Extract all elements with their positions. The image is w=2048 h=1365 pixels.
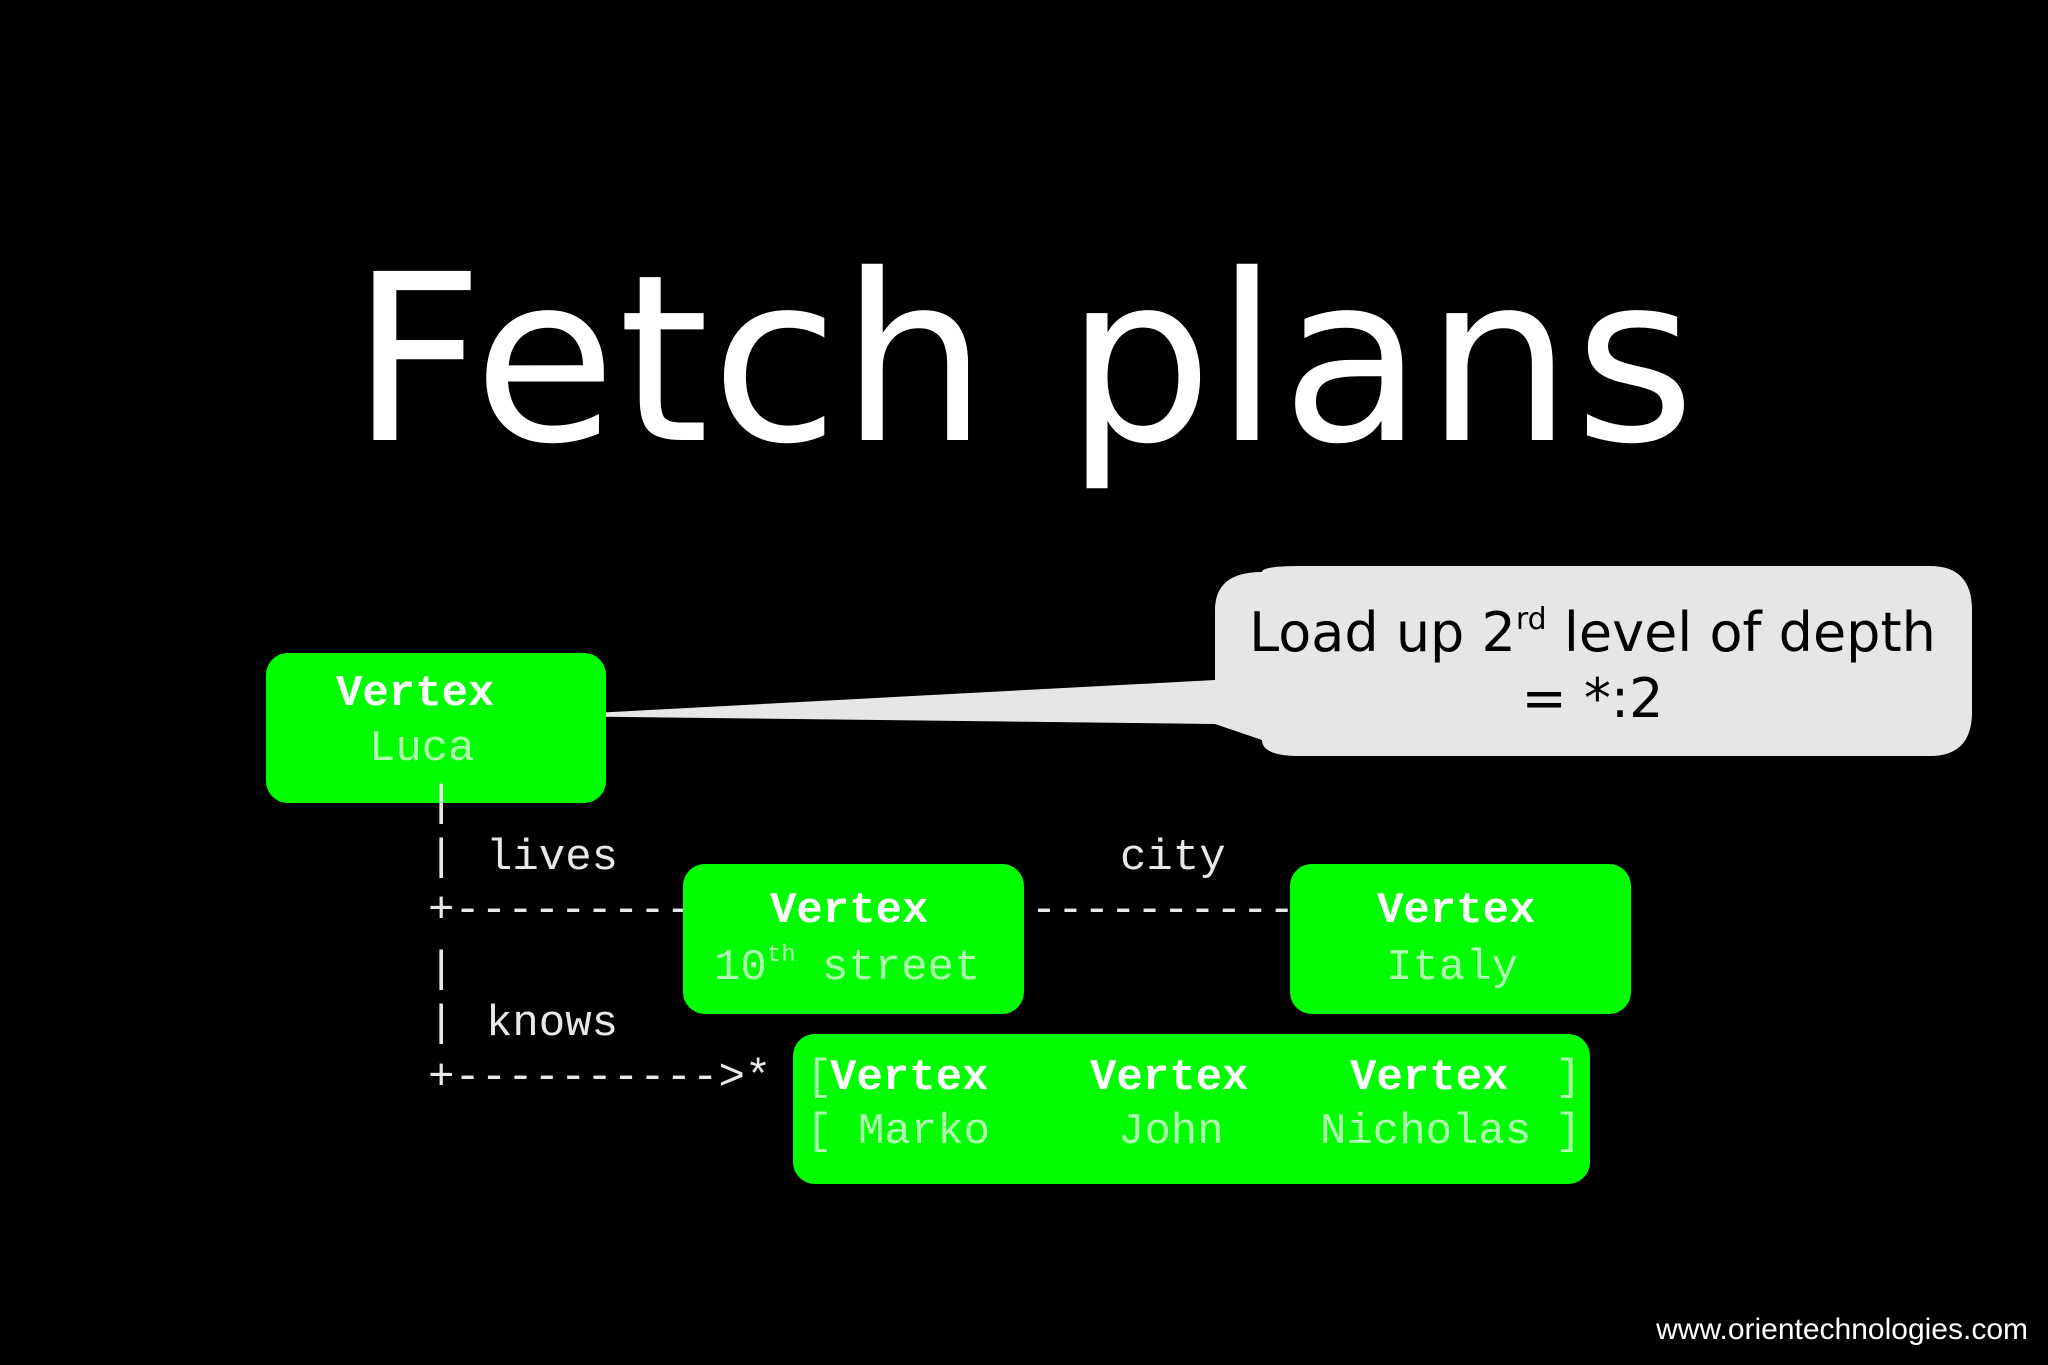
vertex-italy-title: Vertex — [1377, 886, 1536, 936]
vertex-john-title: Vertex — [1090, 1053, 1249, 1103]
edge-pipe-2: | — [428, 833, 455, 883]
edge-pipe-4: | — [428, 999, 455, 1049]
edge-arrow-knows: +---------->* — [428, 1053, 772, 1103]
vertex-luca-label: Luca — [369, 724, 475, 774]
vertex-nicholas-label: Nicholas — [1320, 1107, 1532, 1157]
edge-label-knows: knows — [486, 999, 619, 1049]
vertex-john-label: John — [1118, 1107, 1224, 1157]
street-name: street — [795, 943, 981, 993]
vertex-italy-label: Italy — [1386, 943, 1519, 993]
street-superscript: th — [766, 942, 796, 969]
callout-line1: Load up 2rd level of depth — [1215, 600, 1970, 666]
edge-label-lives: lives — [486, 833, 619, 883]
vertex-luca-box — [266, 653, 606, 803]
vertex-array-box — [793, 1034, 1590, 1184]
edge-pipe-3: | — [428, 945, 455, 995]
callout-line1-start: Load up 2 — [1249, 601, 1516, 664]
callout-line2: = *:2 — [1521, 667, 1664, 730]
vertex-street-label: 10th street — [714, 942, 980, 994]
vertex-street-box — [683, 864, 1024, 1014]
vertex-marko-title: Vertex — [830, 1053, 989, 1103]
array-bracket-open-1: [ — [806, 1053, 833, 1103]
vertex-italy-box — [1290, 864, 1631, 1014]
array-bracket-open-2: [ — [806, 1107, 833, 1157]
array-bracket-close-2: ] — [1555, 1107, 1582, 1157]
vertex-marko-label: Marko — [858, 1107, 991, 1157]
array-bracket-close-1: ] — [1555, 1053, 1582, 1103]
vertex-street-title: Vertex — [770, 886, 929, 936]
callout-line1-end: level of depth — [1546, 601, 1936, 664]
callout-text: Load up 2rd level of depth = *:2 — [1215, 600, 1970, 732]
slide-title: Fetch plans — [350, 225, 1698, 495]
footer-url: www.orientechnologies.com — [1656, 1313, 2028, 1346]
vertex-nicholas-title: Vertex — [1350, 1053, 1509, 1103]
edge-label-city: city — [1120, 833, 1226, 883]
vertex-luca-title: Vertex — [336, 669, 495, 719]
callout-shape — [536, 566, 1972, 756]
callout-superscript: rd — [1515, 602, 1547, 637]
street-number: 10 — [714, 943, 767, 993]
edge-arrow-city: -------------> — [978, 886, 1348, 936]
edge-pipe-1: | — [428, 779, 455, 829]
